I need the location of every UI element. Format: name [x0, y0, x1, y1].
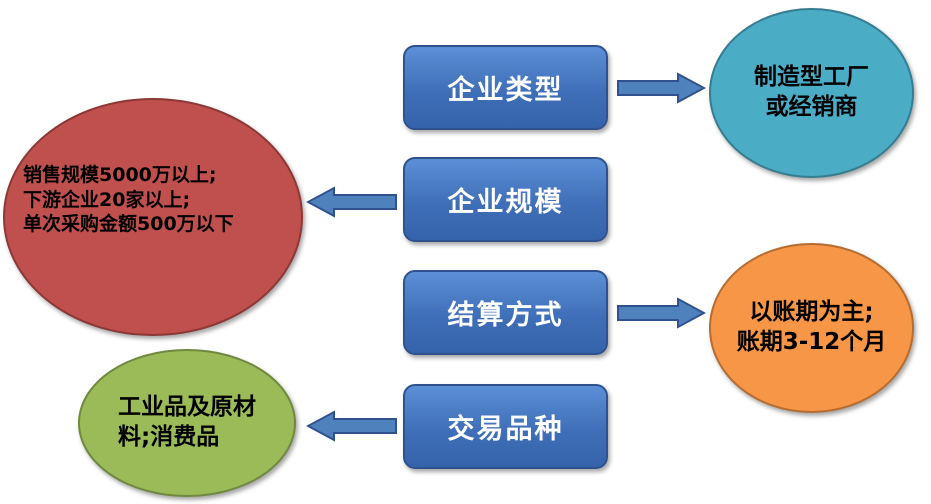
ellipse-settlement-method-text: 以账期为主; 账期3-12个月	[736, 299, 887, 355]
box-enterprise-scale-label: 企业规模	[447, 187, 564, 218]
ellipse-trade-variety: 工业品及原材 料;消费品	[78, 349, 296, 497]
ellipse-enterprise-type-text: 制造型工厂 或经销商	[754, 64, 869, 120]
ellipse-enterprise-scale-text: 销售规模5000万以上; 下游企业20家以上; 单次采购金额500万以下	[23, 163, 234, 236]
ellipse-settlement-method: 以账期为主; 账期3-12个月	[709, 243, 914, 413]
box-trade-variety: 交易品种	[403, 384, 608, 469]
arrow-right-settlement	[617, 297, 706, 329]
arrow-right-type	[617, 72, 706, 104]
box-trade-variety-label: 交易品种	[447, 414, 564, 445]
box-settlement-method-label: 结算方式	[447, 300, 564, 331]
box-settlement-method: 结算方式	[403, 270, 608, 355]
ellipse-enterprise-type: 制造型工厂 或经销商	[709, 8, 914, 178]
ellipse-enterprise-scale: 销售规模5000万以上; 下游企业20家以上; 单次采购金额500万以下	[3, 98, 303, 336]
ellipse-trade-variety-text: 工业品及原材 料;消费品	[118, 394, 256, 450]
arrow-left-variety	[306, 410, 397, 442]
arrow-left-scale	[306, 186, 397, 218]
box-enterprise-type: 企业类型	[403, 45, 608, 130]
box-enterprise-scale: 企业规模	[403, 157, 608, 242]
box-enterprise-type-label: 企业类型	[447, 75, 564, 106]
